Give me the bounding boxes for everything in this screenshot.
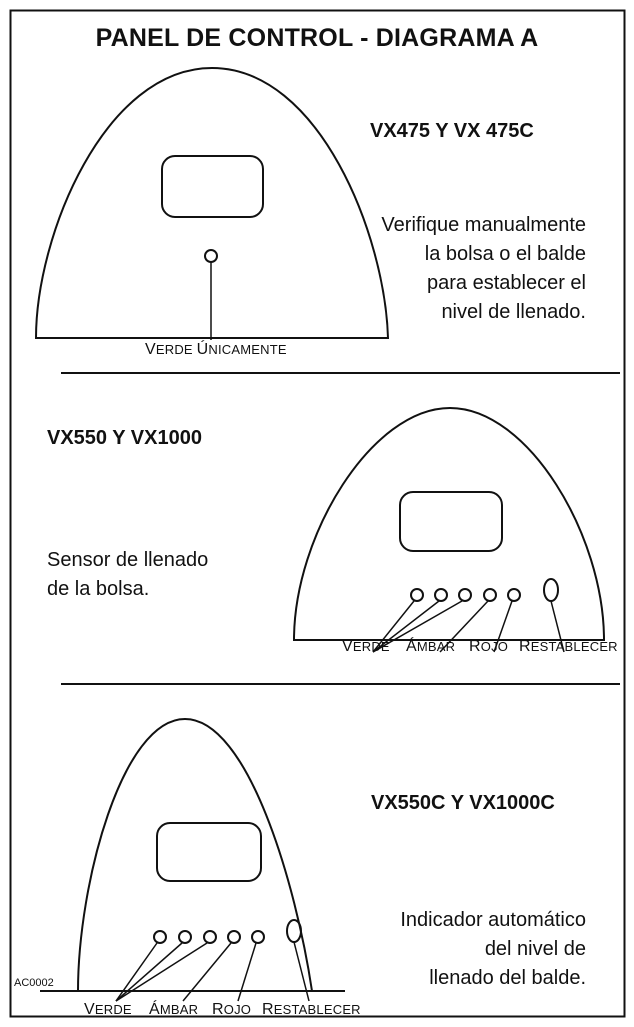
model-heading: VX550 Y VX1000 [47, 427, 202, 449]
control-panel-2 [292, 406, 606, 653]
leader-line [115, 942, 183, 1002]
leader-line [550, 600, 565, 653]
light-label-red: Rojo [469, 638, 509, 655]
control-panel-1 [34, 66, 390, 340]
light-label-amber: Ámbar [149, 1001, 199, 1018]
section-description: Sensor de llenado de la bolsa. [47, 546, 208, 604]
model-heading: VX550C Y VX1000C [371, 792, 555, 814]
indicator-light-red [251, 930, 265, 944]
description-line: del nivel de [484, 938, 586, 960]
leader-line [237, 942, 257, 1002]
section-description: Indicador automático del nivel de llenad… [400, 906, 586, 993]
display-window [161, 155, 264, 218]
description-line: Verifique manualmente [381, 214, 586, 236]
section-description: Verifique manualmente la bolsa o el bald… [381, 211, 586, 327]
display-window [399, 491, 503, 552]
indicator-light-amber [483, 588, 497, 602]
reset-label: Restablecer [519, 638, 618, 655]
page-title: PANEL DE CONTROL - DIAGRAMA A [95, 24, 539, 52]
indicator-light-green [434, 588, 448, 602]
leader-line [293, 941, 310, 1002]
description-line: nivel de llenado. [441, 301, 586, 323]
light-label-amber: Ámbar [406, 638, 456, 655]
indicator-light-green [204, 249, 218, 263]
indicator-light-green [178, 930, 192, 944]
light-label-green-only: Verde únicamente [145, 341, 287, 358]
description-line: Indicador automático [400, 909, 586, 931]
description-line: llenado del balde. [429, 967, 586, 989]
leader-line [115, 942, 158, 1002]
leader-line [439, 600, 489, 653]
description-line: Sensor de llenado [47, 549, 209, 571]
indicator-light-green [153, 930, 167, 944]
indicator-light-red [507, 588, 521, 602]
leader-line [182, 942, 232, 1002]
description-line: de la bolsa. [47, 578, 150, 600]
indicator-light-green [458, 588, 472, 602]
page-border [9, 9, 626, 1018]
reset-button [543, 578, 559, 602]
light-label-green: Verde [84, 1001, 132, 1018]
indicator-light-amber [227, 930, 241, 944]
panel-outline [34, 66, 390, 339]
leader-line [372, 600, 440, 653]
control-panel-3 [40, 717, 345, 1002]
reset-label: Restablecer [262, 1001, 361, 1018]
light-label-red: Rojo [212, 1001, 252, 1018]
description-line: la bolsa o el balde [424, 243, 586, 265]
display-window [156, 822, 262, 882]
leader-line [493, 600, 513, 653]
panel-outline [292, 406, 606, 641]
reset-button [286, 919, 302, 943]
light-label-green: Verde [342, 638, 390, 655]
indicator-light-green [203, 930, 217, 944]
indicator-light-green [410, 588, 424, 602]
leader-line [372, 600, 415, 653]
description-line: para establecer el [427, 272, 586, 294]
leader-line [372, 600, 463, 653]
figure-code: AC0002 [14, 977, 54, 989]
model-heading: VX475 Y VX 475C [370, 120, 534, 142]
leader-line [115, 942, 208, 1002]
panel-outline [76, 717, 314, 992]
